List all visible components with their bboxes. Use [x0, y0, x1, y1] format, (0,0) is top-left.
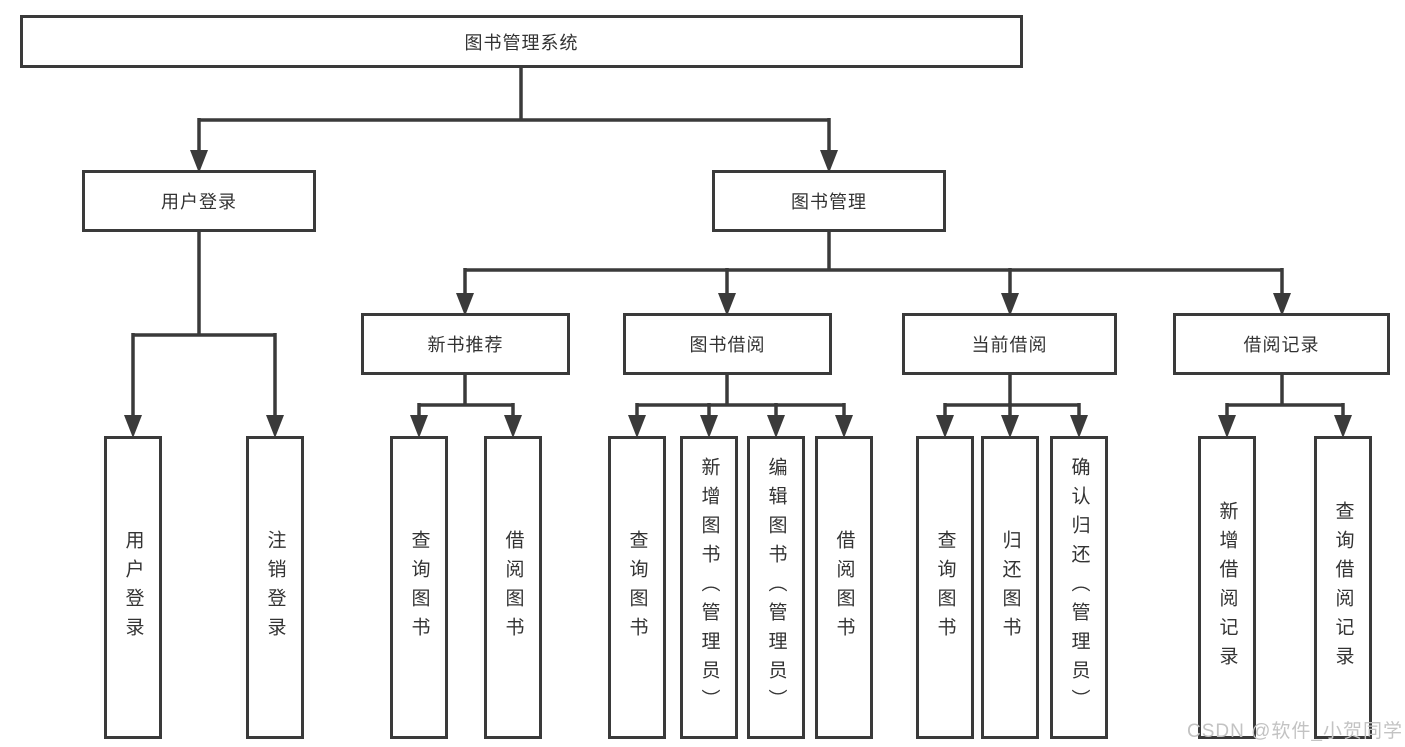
node-root-system: 图书管理系统 — [20, 15, 1023, 68]
node-leaf-query-book-1-label: 查询图书 — [408, 529, 430, 646]
node-leaf-logout-label: 注销登录 — [264, 529, 286, 646]
node-leaf-borrow-book-1-label: 借阅图书 — [502, 529, 524, 646]
node-leaf-logout: 注销登录 — [246, 436, 304, 739]
node-leaf-query-book-3-label: 查询图书 — [934, 529, 956, 646]
node-leaf-user-login-label: 用户登录 — [122, 529, 144, 646]
node-current-borrow-label: 当前借阅 — [971, 335, 1048, 355]
node-leaf-add-borrow-record: 新增借阅记录 — [1198, 436, 1256, 739]
node-leaf-query-borrow-record: 查询借阅记录 — [1314, 436, 1372, 739]
node-user-login: 用户登录 — [82, 170, 316, 232]
node-leaf-borrow-book-2: 借阅图书 — [815, 436, 873, 739]
node-leaf-borrow-book-1: 借阅图书 — [484, 436, 542, 739]
node-leaf-confirm-return-admin: 确认归还（管理员） — [1050, 436, 1108, 739]
csdn-watermark: CSDN @软件_小贺同学 — [1187, 721, 1403, 742]
node-leaf-return-book-label: 归还图书 — [999, 529, 1021, 646]
node-root-label: 图书管理系统 — [464, 32, 579, 53]
node-leaf-add-borrow-record-label: 新增借阅记录 — [1216, 500, 1238, 675]
node-leaf-query-book-3: 查询图书 — [916, 436, 974, 739]
node-leaf-user-login: 用户登录 — [104, 436, 162, 739]
node-current-borrow: 当前借阅 — [902, 313, 1117, 375]
node-leaf-edit-book-admin: 编辑图书（管理员） — [747, 436, 805, 739]
node-leaf-confirm-return-admin-label: 确认归还（管理员） — [1068, 457, 1090, 718]
node-user-login-label: 用户登录 — [161, 192, 237, 212]
node-leaf-query-book-2-label: 查询图书 — [626, 529, 648, 646]
node-leaf-edit-book-admin-label: 编辑图书（管理员） — [765, 457, 787, 718]
node-borrow-records: 借阅记录 — [1173, 313, 1390, 375]
node-new-book-recommend: 新书推荐 — [361, 313, 570, 375]
node-leaf-return-book: 归还图书 — [981, 436, 1039, 739]
node-leaf-add-book-admin: 新增图书（管理员） — [680, 436, 738, 739]
node-book-management: 图书管理 — [712, 170, 946, 232]
node-leaf-borrow-book-2-label: 借阅图书 — [833, 529, 855, 646]
node-leaf-query-book-2: 查询图书 — [608, 436, 666, 739]
node-book-borrow-label: 图书借阅 — [689, 335, 766, 355]
node-leaf-query-book-1: 查询图书 — [390, 436, 448, 739]
node-leaf-add-book-admin-label: 新增图书（管理员） — [698, 457, 720, 718]
node-book-borrow: 图书借阅 — [623, 313, 832, 375]
node-borrow-records-label: 借阅记录 — [1243, 335, 1320, 355]
node-leaf-query-borrow-record-label: 查询借阅记录 — [1332, 500, 1354, 675]
node-new-book-recommend-label: 新书推荐 — [427, 335, 504, 355]
node-book-management-label: 图书管理 — [791, 192, 867, 212]
